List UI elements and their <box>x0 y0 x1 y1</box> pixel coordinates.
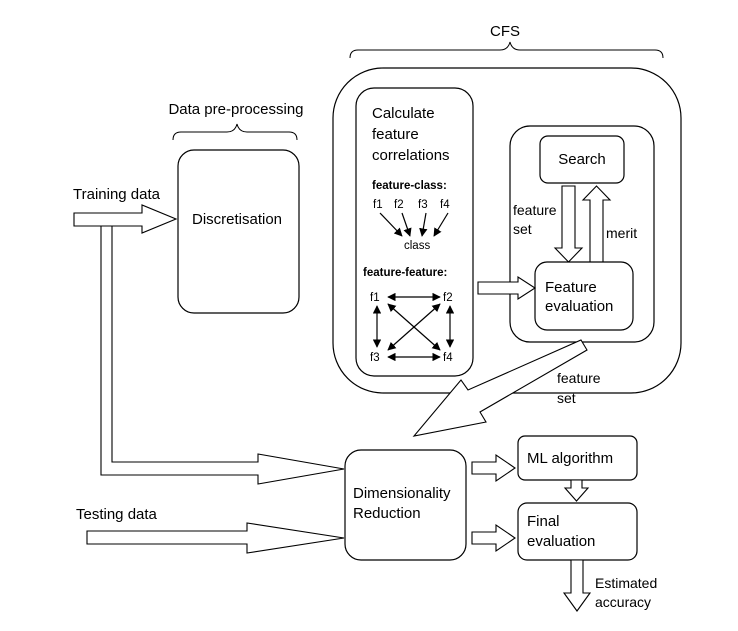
dimensionality-line2: Reduction <box>353 505 421 522</box>
dimensionality-line1: Dimensionality <box>353 485 451 502</box>
discretisation-box <box>177 149 300 314</box>
merit-label: merit <box>606 225 637 241</box>
correlations-title-line3: correlations <box>372 147 450 164</box>
cfs-label: CFS <box>490 23 520 40</box>
testing-data-arrow <box>86 522 345 554</box>
final-evaluation-box <box>517 502 638 561</box>
ml-to-final-arrow <box>563 479 590 502</box>
ff-f3-label: f3 <box>370 352 380 364</box>
ml-algorithm-label: ML algorithm <box>527 450 613 467</box>
outer-feature-set-line1: feature <box>557 370 601 386</box>
merit-arrow <box>581 185 612 263</box>
ff-arrow-f2-f3 <box>387 303 441 351</box>
feature-class-heading: feature-class: <box>372 180 447 192</box>
search-to-eval-arrow <box>553 185 584 263</box>
search-box <box>539 135 625 184</box>
preprocessing-label: Data pre-processing <box>168 101 303 118</box>
correlations-box <box>355 87 474 377</box>
feature-evaluation-line1: Feature <box>545 279 597 296</box>
final-evaluation-line2: evaluation <box>527 533 595 550</box>
dimensionality-to-final-arrow <box>471 523 516 553</box>
training-to-dimensionality-arrow <box>100 225 345 485</box>
correlations-title-line2: feature <box>372 126 419 143</box>
outer-feature-set-line2: set <box>557 390 576 406</box>
correlations-title-line1: Calculate <box>372 105 435 122</box>
training-data-arrow <box>73 204 178 234</box>
preprocessing-brace <box>172 123 298 141</box>
estimated-accuracy-line2: accuracy <box>595 594 651 610</box>
feature-evaluation-line2: evaluation <box>545 298 613 315</box>
estimated-accuracy-line1: Estimated <box>595 575 657 591</box>
ff-f4-label: f4 <box>443 352 453 364</box>
discretisation-label: Discretisation <box>192 211 282 228</box>
training-data-label: Training data <box>73 186 161 203</box>
testing-data-label: Testing data <box>76 506 158 523</box>
feature-evaluation-box <box>534 261 634 331</box>
fc-class-label: class <box>404 240 430 252</box>
final-to-accuracy-arrow <box>562 559 592 612</box>
correlations-to-eval-arrow <box>477 275 537 301</box>
dimensionality-reduction-box <box>344 449 467 561</box>
fc-arrow-f4 <box>433 212 449 237</box>
cfs-to-dimensionality-arrow <box>412 339 588 437</box>
fc-f4-label: f4 <box>440 199 450 211</box>
ff-f2-label: f2 <box>443 292 453 304</box>
fc-f1-label: f1 <box>373 199 383 211</box>
inner-feature-set-line1: feature <box>513 202 557 218</box>
ff-f1-label: f1 <box>370 292 380 304</box>
inner-feature-set-line2: set <box>513 221 532 237</box>
search-label: Search <box>558 151 606 168</box>
feature-feature-heading: feature-feature: <box>363 267 447 279</box>
fc-f2-label: f2 <box>394 199 404 211</box>
final-evaluation-line1: Final <box>527 513 560 530</box>
fc-f3-label: f3 <box>418 199 428 211</box>
fc-arrow-f3 <box>419 212 428 237</box>
fc-arrow-f2 <box>401 212 412 237</box>
dimensionality-to-ml-arrow <box>471 453 516 483</box>
cfs-brace <box>349 41 664 59</box>
fc-arrow-f1 <box>379 212 403 237</box>
